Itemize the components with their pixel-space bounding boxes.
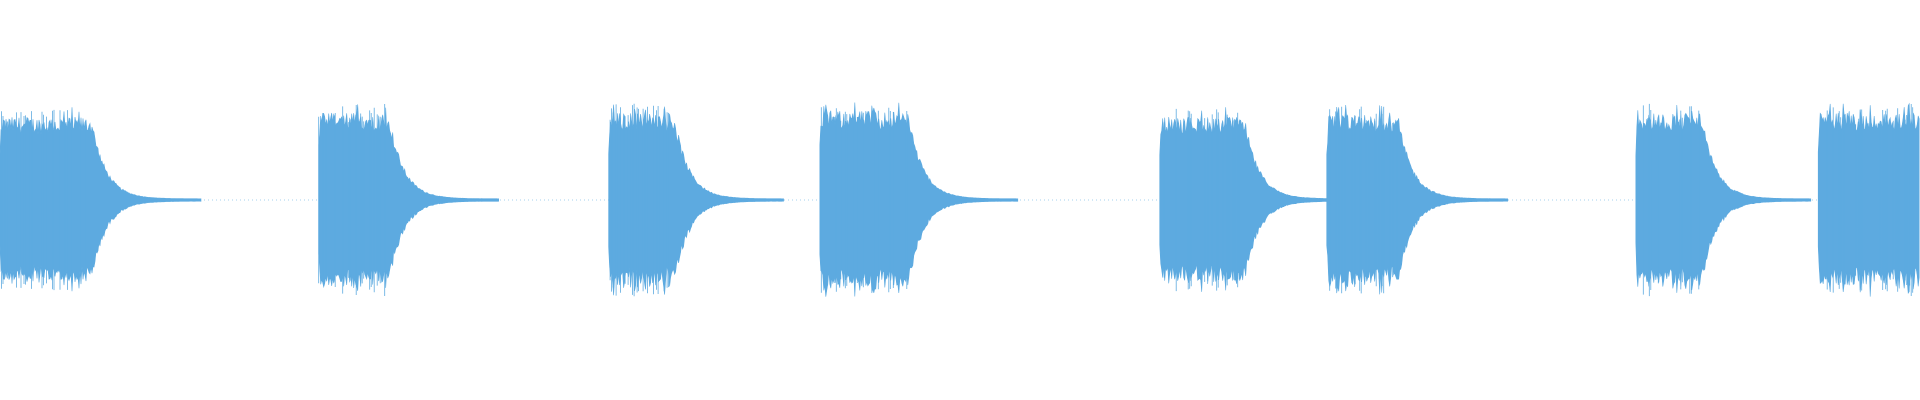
waveform-burst	[318, 104, 499, 296]
waveform-burst	[819, 102, 1019, 297]
waveform-burst-shape	[318, 104, 499, 291]
waveform-burst-shape	[1326, 104, 1508, 295]
waveform-burst	[0, 107, 202, 292]
waveform-burst	[1635, 103, 1812, 297]
waveform-burst-shape	[608, 104, 784, 296]
waveform-burst-shape	[819, 102, 1019, 297]
waveform-bursts	[0, 102, 1920, 297]
waveform-burst	[608, 103, 784, 297]
waveform-burst-shape	[1635, 104, 1812, 293]
waveform-burst-shape	[1159, 107, 1354, 292]
waveform-burst	[1326, 104, 1508, 295]
waveform-burst	[1159, 107, 1354, 292]
waveform-burst	[1817, 102, 1920, 297]
